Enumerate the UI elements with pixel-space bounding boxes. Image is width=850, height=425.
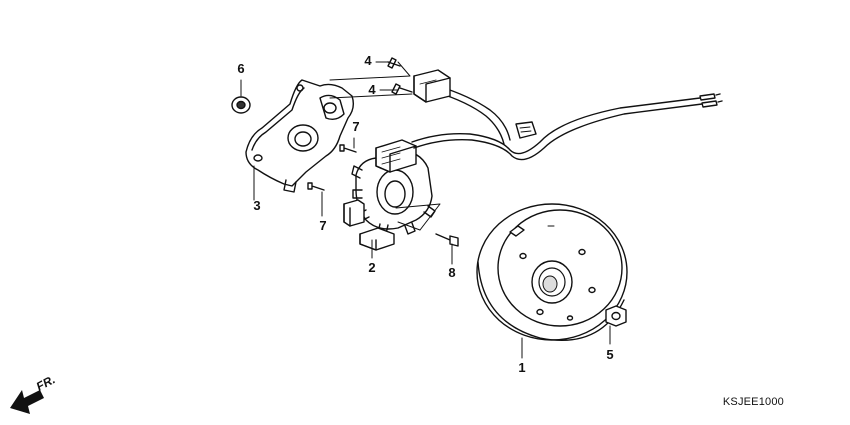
leader-lines (240, 61, 611, 359)
diagram-code: KSJEE1000 (722, 396, 784, 408)
callout-7-upper: 7 (352, 119, 360, 134)
flywheel-drawing (476, 203, 628, 342)
callout-8: 8 (448, 265, 456, 280)
nut-5-drawing (605, 305, 627, 327)
callout-3: 3 (253, 198, 261, 213)
callout-4-upper: 4 (364, 53, 372, 68)
callout-2: 2 (368, 260, 376, 275)
callout-5: 5 (606, 347, 614, 362)
callout-4-lower: 4 (368, 82, 376, 97)
wiring-harness (411, 69, 723, 161)
screw-7-drawings (307, 144, 357, 191)
cover-drawing (245, 79, 355, 193)
stator-drawing (343, 139, 436, 251)
bolt-8-drawing (435, 233, 459, 247)
bolt-4-drawings (387, 57, 413, 95)
oil-seal-drawing (231, 96, 251, 114)
callout-6: 6 (237, 61, 245, 76)
front-direction-arrow (10, 390, 44, 414)
callout-7-lower: 7 (319, 218, 327, 233)
callout-1: 1 (518, 360, 526, 375)
